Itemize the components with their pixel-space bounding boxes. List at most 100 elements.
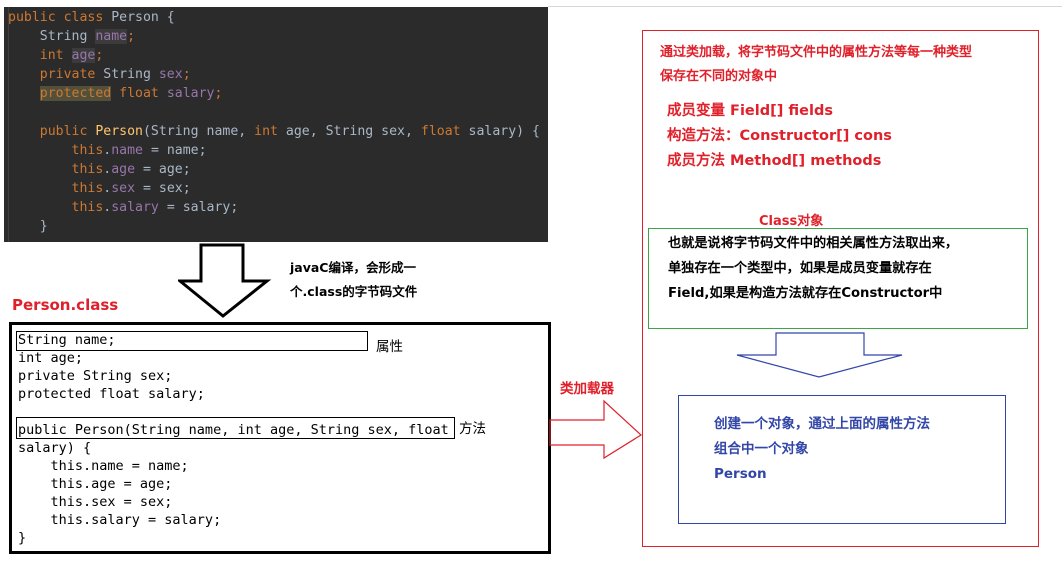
code-line: this.name = name; [8, 142, 207, 160]
code-token: private [8, 67, 104, 82]
green-explanation-box [648, 228, 1028, 329]
code-line: public Person(String name, int age, Stri… [8, 123, 540, 141]
indent-guide [8, 7, 9, 242]
class-code-line: String name; [18, 332, 116, 348]
class-code-line: this.sex = sex; [18, 494, 173, 510]
code-token: this [8, 181, 104, 196]
code-token: name [95, 29, 128, 44]
class-code-line: this.age = age; [18, 476, 173, 492]
class-code-line: } [18, 530, 27, 546]
code-line: this.sex = sex; [8, 180, 191, 198]
code-token: age [71, 48, 96, 63]
create-object-arrow [736, 332, 903, 378]
classloader-arrow-shape [549, 399, 642, 460]
classloader-arrow [549, 399, 642, 460]
compile-down-arrow [178, 243, 272, 318]
code-token: public [8, 124, 96, 139]
green-line-1: 也就是说将字节码文件中的相关属性方法取出来， [668, 236, 959, 251]
class-code-line: int age; [18, 350, 84, 366]
code-token: { [166, 10, 175, 25]
class-code-line: private String sex; [18, 368, 173, 384]
create-object-box [678, 395, 1006, 524]
code-token: name [111, 143, 143, 158]
code-token: (String name, [142, 124, 255, 139]
create-object-text: 创建一个对象，通过上面的属性方法 组合中一个对象 Person [714, 412, 930, 487]
code-token: float [111, 86, 167, 101]
code-token: float [420, 124, 469, 139]
code-token: Person [95, 124, 143, 139]
code-line: public class Person { [8, 9, 175, 27]
compile-down-arrow-shape [178, 243, 272, 318]
method-highlight-box [16, 417, 455, 439]
intro-text: 通过类加载，将字节码文件中的属性方法等每一种类型 保存在不同的对象中 [660, 41, 972, 89]
method-label: 方法 [459, 421, 486, 437]
code-token: this [8, 162, 104, 177]
code-token: age, String sex, [285, 124, 421, 139]
code-line: String name; [8, 28, 135, 46]
code-token: this [8, 143, 104, 158]
compile-note: javaC编译，会形成一 个.class的字节码文件 [290, 256, 417, 304]
code-line: protected float salary; [8, 85, 222, 103]
code-token: = salary; [158, 200, 239, 215]
blue-line-2: 组合中一个对象 [714, 441, 809, 457]
code-token: = name; [143, 143, 207, 158]
member-methods: 成员方法 Method[] methods [667, 153, 882, 169]
person-class-box: String name; int age; private String sex; p… [9, 322, 551, 554]
code-token: } [8, 219, 48, 234]
class-code-line: public Person(String name, int age, Stri… [18, 422, 449, 438]
code-token: . [103, 181, 112, 196]
code-token: salary [166, 86, 215, 101]
member-fields: 成员变量 Field[] fields [667, 103, 833, 119]
class-object-panel [642, 30, 1039, 547]
attribute-highlight-box [16, 331, 368, 351]
source-code-panel: public class Person { String name; int a… [4, 7, 548, 242]
member-list: 成员变量 Field[] fields 构造方法：Constructor[] c… [667, 99, 892, 174]
code-token: int [8, 48, 72, 63]
code-token: int [254, 124, 286, 139]
code-token: ; [95, 48, 104, 63]
green-box-text: 也就是说将字节码文件中的相关属性方法取出来， 单独存在一个类型中，如果是成员变量… [668, 231, 958, 306]
class-code-line: this.name = name; [18, 458, 189, 474]
person-class-title: Person.class [12, 296, 119, 314]
compile-note-line-1: javaC编译，会形成一 [290, 260, 416, 275]
code-token: age [111, 162, 136, 177]
code-token: . [103, 200, 112, 215]
intro-line-2: 保存在不同的对象中 [660, 69, 778, 84]
class-code-line: salary) { [18, 440, 92, 456]
code-token: this [8, 200, 104, 215]
top-border-line [548, 6, 1062, 7]
attribute-label: 属性 [376, 339, 403, 355]
class-code-line: protected float salary; [18, 386, 205, 402]
green-line-2: 单独存在一个类型中，如果是成员变量就存在 [668, 261, 932, 276]
member-constructors: 构造方法：Constructor[] cons [667, 128, 892, 144]
code-line: } [8, 218, 48, 236]
code-token: ; [127, 29, 136, 44]
code-token: protected [39, 86, 112, 101]
code-token: = age; [135, 162, 191, 177]
create-object-arrow-shape [736, 332, 903, 378]
green-line-3: Field,如果是构造方法就存在Constructor中 [668, 286, 943, 301]
code-token: public class [8, 10, 112, 25]
code-token: = sex; [135, 181, 191, 196]
code-token: String [103, 67, 159, 82]
code-line: this.salary = salary; [8, 199, 239, 217]
class-code-line: this.salary = salary; [18, 512, 222, 528]
code-line: this.age = age; [8, 161, 191, 179]
classloader-label: 类加载器 [560, 381, 614, 397]
code-token: . [103, 162, 112, 177]
compile-note-line-2: 个.class的字节码文件 [290, 284, 418, 299]
blue-line-3: Person [714, 466, 767, 482]
code-line: private String sex; [8, 66, 191, 84]
code-token [8, 86, 40, 101]
code-token: . [103, 143, 112, 158]
code-token: String [8, 29, 96, 44]
code-token: ; [182, 67, 191, 82]
code-token: salary) { [468, 124, 540, 139]
class-object-title: Class对象 [759, 214, 824, 229]
code-token: sex [158, 67, 183, 82]
code-token: salary [111, 200, 159, 215]
blue-line-1: 创建一个对象，通过上面的属性方法 [714, 416, 930, 432]
code-token: Person [111, 10, 167, 25]
intro-line-1: 通过类加载，将字节码文件中的属性方法等每一种类型 [660, 45, 973, 60]
code-token: sex [111, 181, 136, 196]
